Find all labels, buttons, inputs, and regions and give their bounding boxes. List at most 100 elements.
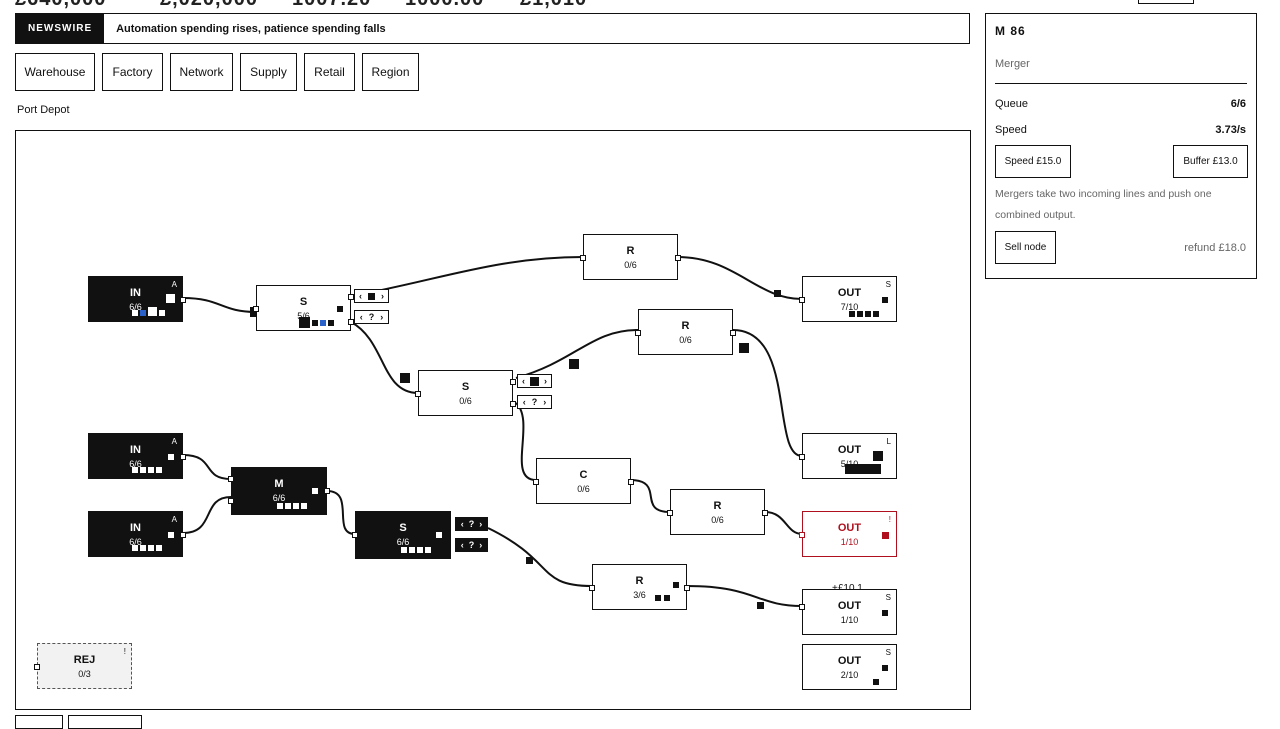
- input-node[interactable]: IN 6/6 A: [88, 511, 186, 557]
- output-port[interactable]: [324, 488, 330, 494]
- output-port[interactable]: [348, 319, 354, 325]
- input-port[interactable]: [667, 510, 673, 516]
- router-node[interactable]: R 0/6: [667, 489, 768, 535]
- node-name: R: [635, 575, 644, 587]
- route-switch[interactable]: ‹ ? ›: [517, 395, 552, 409]
- input-port[interactable]: [415, 391, 421, 397]
- node-name: IN: [130, 444, 141, 456]
- tab-warehouse[interactable]: Warehouse: [15, 53, 95, 91]
- route-switch[interactable]: ‹ ? ›: [455, 517, 488, 531]
- input-node[interactable]: IN 6/6 A: [88, 433, 186, 479]
- node-letter: S: [885, 593, 891, 602]
- bottom-button[interactable]: [68, 715, 142, 729]
- top-menu-button[interactable]: [1138, 0, 1194, 4]
- route-switch[interactable]: ‹ ? ›: [354, 310, 389, 324]
- chevron-right-icon: ›: [544, 376, 547, 386]
- merger-node[interactable]: M 6/6: [228, 467, 330, 515]
- packet: [140, 310, 146, 316]
- wire-packet: [250, 307, 260, 317]
- input-port[interactable]: [228, 498, 234, 504]
- input-port[interactable]: [799, 532, 805, 538]
- output-port[interactable]: [510, 379, 516, 385]
- output-port[interactable]: [762, 510, 768, 516]
- packet: [664, 595, 670, 601]
- tab-factory[interactable]: Factory: [102, 53, 163, 91]
- packet: [409, 547, 415, 553]
- alert-icon: !: [123, 647, 126, 656]
- node-count: 3/6: [633, 590, 646, 600]
- input-port[interactable]: [799, 604, 805, 610]
- output-port[interactable]: [510, 401, 516, 407]
- splitter-node[interactable]: S 0/6: [415, 370, 516, 416]
- wire: [676, 256, 803, 300]
- input-port[interactable]: [799, 454, 805, 460]
- tab-retail[interactable]: Retail: [304, 53, 355, 91]
- reject-node[interactable]: REJ 0/3 !: [34, 643, 132, 689]
- wire-packet: [400, 373, 410, 383]
- chevron-left-icon: ‹: [359, 291, 362, 301]
- tab-network[interactable]: Network: [170, 53, 233, 91]
- packet: [401, 547, 407, 553]
- output-node[interactable]: OUT 2/10 S: [802, 644, 897, 690]
- upgrade-buffer-button[interactable]: Buffer £13.0: [1173, 145, 1248, 178]
- node-count: 6/6: [129, 459, 142, 469]
- input-port[interactable]: [580, 255, 586, 261]
- sell-node-button[interactable]: Sell node: [995, 231, 1056, 264]
- chevron-left-icon: ‹: [460, 519, 464, 529]
- output-node[interactable]: OUT 5/10 L: [799, 433, 897, 479]
- factory-board[interactable]: IN 6/6 A IN 6/6 A IN 6/6 A S 5/6: [15, 130, 971, 710]
- input-port[interactable]: [799, 297, 805, 303]
- packet: [168, 532, 174, 538]
- input-node[interactable]: IN 6/6 A: [88, 276, 186, 322]
- route-switch[interactable]: ‹ ›: [517, 374, 552, 388]
- wire: [732, 329, 803, 457]
- upgrade-speed-button[interactable]: Speed £15.0: [995, 145, 1071, 178]
- output-port[interactable]: [675, 255, 681, 261]
- packet: [132, 545, 138, 551]
- output-port[interactable]: [348, 294, 354, 300]
- tab-region[interactable]: Region: [362, 53, 419, 91]
- output-node[interactable]: OUT 1/10 S: [799, 589, 897, 635]
- output-node-alert[interactable]: OUT 1/10 !: [799, 511, 897, 557]
- route-switch[interactable]: ‹ ? ›: [455, 538, 488, 552]
- input-port[interactable]: [635, 330, 641, 336]
- combiner-node[interactable]: C 0/6: [533, 458, 634, 504]
- chevron-left-icon: ‹: [460, 540, 464, 550]
- output-port[interactable]: [684, 585, 690, 591]
- packet: [148, 467, 154, 473]
- splitter-node[interactable]: S 5/6: [253, 285, 354, 331]
- output-node[interactable]: OUT 7/10 S: [799, 276, 897, 322]
- input-port[interactable]: [352, 532, 358, 538]
- target-stat: 1000.00: [405, 0, 484, 11]
- input-port[interactable]: [589, 585, 595, 591]
- router-node[interactable]: R 3/6: [589, 564, 690, 610]
- wire: [629, 479, 671, 513]
- packet: [882, 297, 888, 303]
- node-count: 6/6: [272, 493, 286, 503]
- output-port[interactable]: [180, 297, 186, 303]
- node-name: C: [579, 469, 588, 481]
- output-port[interactable]: [730, 330, 736, 336]
- tab-supply[interactable]: Supply: [240, 53, 297, 91]
- router-node[interactable]: R 0/6: [580, 234, 681, 280]
- input-port[interactable]: [253, 306, 259, 312]
- node-count: 1/10: [840, 615, 859, 625]
- output-port[interactable]: [628, 479, 634, 485]
- node-name: M: [274, 478, 284, 490]
- packet: [159, 310, 165, 316]
- input-port[interactable]: [228, 476, 234, 482]
- output-port[interactable]: [180, 454, 186, 460]
- route-switch[interactable]: ‹ ›: [354, 289, 389, 303]
- node-count: 0/6: [577, 484, 590, 494]
- input-port[interactable]: [34, 664, 40, 670]
- router-node[interactable]: R 0/6: [635, 309, 736, 355]
- splitter-node[interactable]: S 6/6: [352, 511, 451, 559]
- packet: [148, 545, 154, 551]
- input-port[interactable]: [533, 479, 539, 485]
- output-port[interactable]: [180, 532, 186, 538]
- packet: [328, 320, 334, 326]
- packet: [277, 503, 283, 509]
- bottom-button[interactable]: [15, 715, 63, 729]
- packet: [425, 547, 431, 553]
- node-count: 1/10: [840, 537, 859, 547]
